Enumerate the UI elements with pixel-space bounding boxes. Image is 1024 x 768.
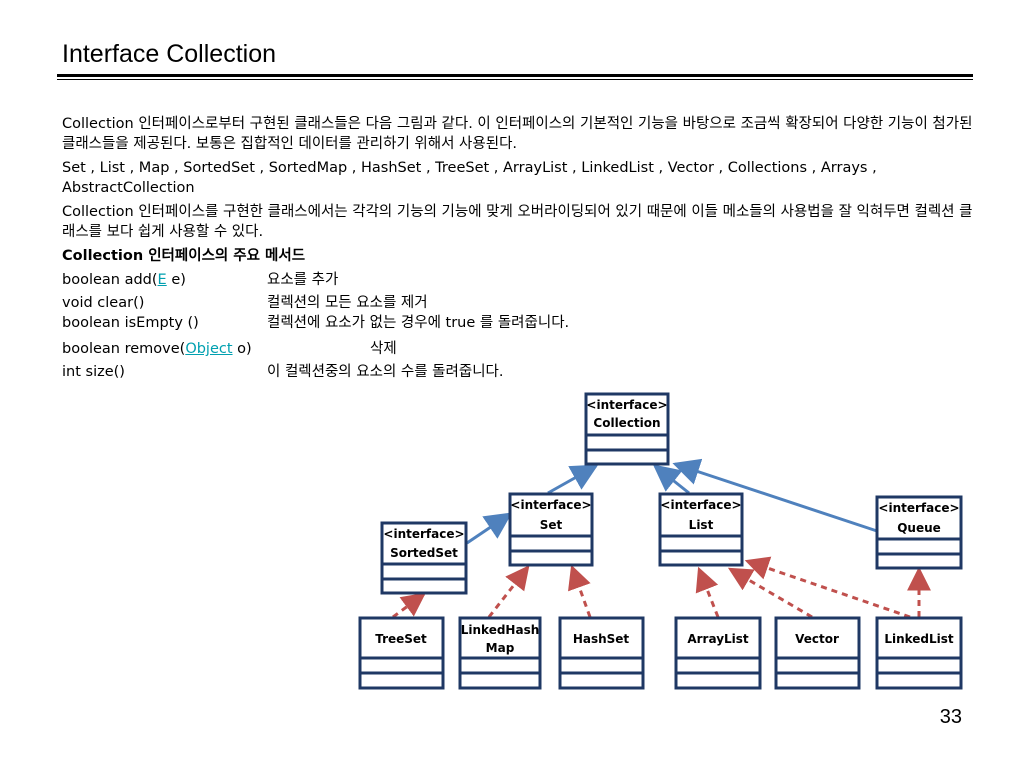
set-box: <interface> Set xyxy=(508,492,594,567)
title-rule xyxy=(57,74,973,77)
arrow-vector-to-list xyxy=(727,567,813,619)
arrow-sortedset-to-set xyxy=(466,512,513,545)
box-name-line1: LinkedHash xyxy=(461,623,540,637)
arrow-arraylist-to-list xyxy=(695,566,720,618)
paragraph-usage: Collection 인터페이스를 구현한 클래스에서는 각각의 기능의 기능에… xyxy=(62,204,973,240)
box-name: SortedSet xyxy=(390,546,458,560)
box-name: List xyxy=(689,518,714,532)
box-name: TreeSet xyxy=(375,632,427,646)
collection-box: <interface> Collection xyxy=(584,392,670,466)
box-name: Set xyxy=(540,518,563,532)
arrow-list-to-collection xyxy=(652,464,690,495)
vector-box: Vector xyxy=(774,616,861,690)
arrow-linkedlist-to-list xyxy=(744,556,911,619)
method-signature: boolean add(E e) xyxy=(62,270,186,290)
page-number: 33 xyxy=(939,706,962,728)
method-signature: void clear() xyxy=(62,295,145,311)
hashset-box: HashSet xyxy=(558,616,645,690)
arrow-set-to-collection xyxy=(547,464,599,495)
method-description: 컬렉션에 요소가 없는 경우에 true 를 돌려줍니다. xyxy=(267,315,570,331)
box-name-line2: Map xyxy=(486,641,515,655)
method-row-size: int size() 이 컬렉션중의 요소의 수를 돌려줍니다. xyxy=(62,362,974,385)
stereotype-label: <interface> xyxy=(383,527,464,541)
method-signature-prefix: boolean remove( xyxy=(62,341,186,357)
method-signature: boolean remove(Object o) xyxy=(62,339,252,359)
type-link-object[interactable]: Object xyxy=(185,341,233,357)
treeset-box: TreeSet xyxy=(358,616,445,690)
arrow-queue-to-collection xyxy=(672,458,878,533)
method-signature: int size() xyxy=(62,364,125,380)
method-description: 삭제 xyxy=(370,341,397,357)
method-signature-suffix: o) xyxy=(232,341,252,357)
box-name: Vector xyxy=(795,632,839,646)
method-row-add: boolean add(E e) 요소를 추가 xyxy=(62,270,974,293)
stereotype-label: <interface> xyxy=(586,398,667,412)
implementation-arrows xyxy=(392,556,931,619)
box-name: LinkedList xyxy=(884,632,954,646)
method-row-isempty: boolean isEmpty () 컬렉션에 요소가 없는 경우에 true … xyxy=(62,313,974,339)
sortedset-box: <interface> SortedSet xyxy=(380,521,468,595)
stereotype-label: <interface> xyxy=(510,498,591,512)
type-link-e[interactable]: E xyxy=(157,272,167,288)
arraylist-box: ArrayList xyxy=(674,616,762,690)
method-signature: boolean isEmpty () xyxy=(62,315,199,331)
slide-body: Collection 인터페이스로부터 구현된 클래스들은 다음 그림과 같다.… xyxy=(62,114,974,385)
box-name: Queue xyxy=(897,521,941,535)
arrow-linkedhashmap-to-set xyxy=(487,565,530,618)
queue-box: <interface> Queue xyxy=(875,495,963,570)
arrow-hashset-to-set xyxy=(568,564,592,618)
title-rule-thin xyxy=(57,79,973,80)
method-row-remove: boolean remove(Object o) 삭제 xyxy=(62,339,974,362)
linkedhashmap-box: LinkedHash Map xyxy=(458,616,542,690)
method-signature-prefix: boolean add( xyxy=(62,272,158,288)
paragraph-class-list: Set , List , Map , SortedSet , SortedMap… xyxy=(62,160,877,196)
list-box: <interface> List xyxy=(658,492,744,567)
paragraph-intro: Collection 인터페이스로부터 구현된 클래스들은 다음 그림과 같다.… xyxy=(62,116,973,152)
interface-inheritance-arrows xyxy=(466,458,878,545)
method-signature-suffix: e) xyxy=(166,272,186,288)
slide-title: Interface Collection xyxy=(62,40,277,68)
stereotype-label: <interface> xyxy=(878,501,959,515)
method-description: 이 컬렉션중의 요소의 수를 돌려줍니다. xyxy=(267,364,504,380)
box-name: ArrayList xyxy=(687,632,749,646)
method-row-clear: void clear() 컬렉션의 모든 요소를 제거 xyxy=(62,293,974,313)
linkedlist-box: LinkedList xyxy=(875,616,963,690)
method-description: 요소를 추가 xyxy=(267,272,339,288)
method-description: 컬렉션의 모든 요소를 제거 xyxy=(267,295,428,311)
stereotype-label: <interface> xyxy=(660,498,741,512)
methods-heading: Collection 인터페이스의 주요 메서드 xyxy=(62,248,306,264)
box-name: Collection xyxy=(593,416,660,430)
box-name: HashSet xyxy=(573,632,630,646)
arrow-treeset-to-sortedset xyxy=(392,592,426,619)
